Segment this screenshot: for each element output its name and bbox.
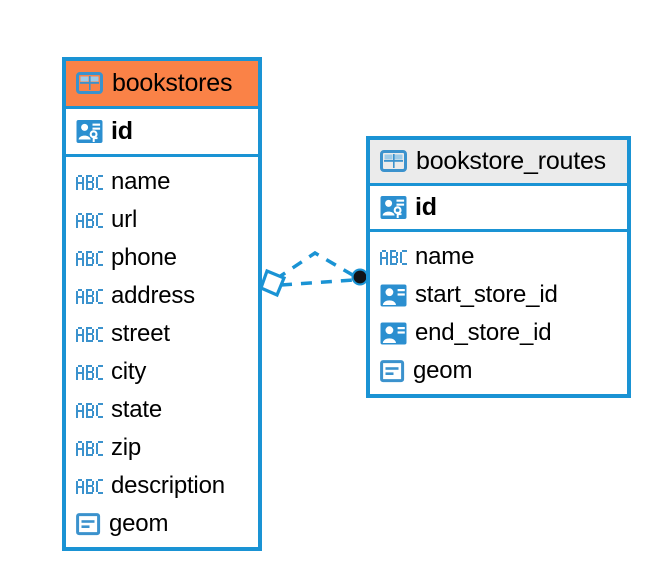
field-row-url[interactable]: url — [66, 201, 258, 239]
entity-title: bookstores — [112, 68, 233, 97]
abc-icon — [76, 364, 103, 380]
field-label: name — [415, 243, 475, 270]
entity-header[interactable]: bookstore_routes — [370, 140, 627, 186]
field-list: name u — [66, 157, 258, 547]
entity-table-bookstores[interactable]: bookstores id — [62, 57, 262, 551]
field-label: geom — [109, 510, 169, 537]
field-row-city[interactable]: city — [66, 353, 258, 391]
field-row-street[interactable]: street — [66, 315, 258, 353]
abc-icon — [380, 249, 407, 265]
abc-icon — [76, 326, 103, 342]
geometry-icon — [380, 359, 405, 383]
entity-title: bookstore_routes — [416, 146, 606, 175]
abc-icon — [76, 478, 103, 494]
field-row-name[interactable]: name — [370, 238, 627, 276]
foreign-key-icon — [380, 284, 407, 307]
field-row-end-store-id[interactable]: end_store_id — [370, 314, 627, 352]
foreign-key-icon — [380, 322, 407, 345]
field-row-address[interactable]: address — [66, 277, 258, 315]
field-label: state — [111, 396, 163, 423]
field-label: id — [111, 116, 133, 145]
field-row-name[interactable]: name — [66, 163, 258, 201]
field-label: street — [111, 320, 170, 347]
field-row-description[interactable]: description — [66, 467, 258, 505]
field-label: address — [111, 282, 195, 309]
abc-icon — [76, 250, 103, 266]
primary-key-icon — [76, 119, 103, 144]
table-icon — [76, 72, 103, 95]
abc-icon — [76, 402, 103, 418]
abc-icon — [76, 174, 103, 190]
abc-icon — [76, 212, 103, 228]
field-list: name start_store_id — [370, 232, 627, 394]
field-row-state[interactable]: state — [66, 391, 258, 429]
field-label: phone — [111, 244, 177, 271]
geometry-icon — [76, 512, 101, 536]
primary-key-row[interactable]: id — [370, 186, 627, 232]
primary-key-icon — [380, 195, 407, 220]
entity-table-bookstore-routes[interactable]: bookstore_routes id — [366, 136, 631, 398]
field-label: end_store_id — [415, 319, 552, 346]
field-row-phone[interactable]: phone — [66, 239, 258, 277]
field-row-start-store-id[interactable]: start_store_id — [370, 276, 627, 314]
field-row-geom[interactable]: geom — [66, 505, 258, 543]
field-label: id — [415, 192, 437, 221]
field-label: geom — [413, 357, 473, 384]
field-label: city — [111, 358, 147, 385]
relationship-line-lower — [280, 278, 355, 287]
diamond-endpoint — [258, 268, 287, 298]
field-row-zip[interactable]: zip — [66, 429, 258, 467]
abc-icon — [76, 440, 103, 456]
field-label: start_store_id — [415, 281, 558, 308]
primary-key-row[interactable]: id — [66, 109, 258, 157]
field-label: description — [111, 472, 225, 499]
field-label: url — [111, 206, 138, 233]
field-label: name — [111, 168, 171, 195]
field-row-geom[interactable]: geom — [370, 352, 627, 390]
field-label: zip — [111, 434, 142, 461]
relationship-line-upper — [275, 250, 357, 281]
abc-icon — [76, 288, 103, 304]
entity-header[interactable]: bookstores — [66, 61, 258, 109]
table-icon — [380, 150, 407, 173]
